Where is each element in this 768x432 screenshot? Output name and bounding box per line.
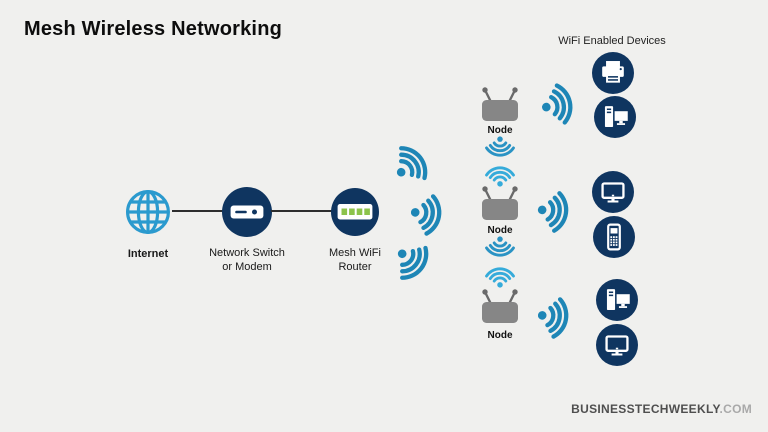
device-monitor <box>592 171 634 213</box>
page-title: Mesh Wireless Networking <box>24 18 283 40</box>
mesh-node-icon <box>477 185 523 221</box>
watermark: BUSINESSTECHWEEKLY.COM <box>571 402 752 416</box>
modem-icon <box>230 204 264 220</box>
wifi-signal-icon <box>532 187 582 237</box>
wifi-signal-icon <box>383 232 445 294</box>
devices-header: WiFi Enabled Devices <box>558 35 666 47</box>
monitor-icon <box>596 175 630 209</box>
wifi-signal-icon <box>382 132 444 194</box>
device-monitor <box>596 324 638 366</box>
wifi-signal-icon <box>535 78 587 130</box>
device-mobile-phone <box>593 216 635 258</box>
switch-label: Network Switch or Modem <box>209 247 285 273</box>
connector-line <box>271 210 332 213</box>
watermark-suffix: .COM <box>719 402 752 416</box>
mesh-router-node <box>331 188 379 236</box>
internet-globe-icon <box>123 187 173 237</box>
wifi-signal-icon <box>532 293 583 344</box>
wifi-signal-down-icon <box>485 135 515 159</box>
wifi-router-icon <box>337 203 373 221</box>
router-label: Mesh WiFi Router <box>329 247 381 273</box>
network-switch-node <box>222 187 272 237</box>
monitor-icon <box>600 328 634 362</box>
mesh-node-icon <box>477 86 523 122</box>
mesh-node-icon <box>477 288 523 324</box>
device-desktop-computer <box>596 279 638 321</box>
node-label: Node <box>487 125 513 136</box>
wifi-signal-down-icon <box>485 235 515 259</box>
wifi-signal-up-icon <box>485 265 515 289</box>
node-label: Node <box>487 225 513 236</box>
desktop-computer-icon <box>600 283 634 317</box>
device-printer <box>592 52 634 94</box>
internet-label: Internet <box>127 248 169 260</box>
printer-icon <box>596 56 630 90</box>
desktop-computer-icon <box>598 100 632 134</box>
device-desktop-computer <box>594 96 636 138</box>
connector-line <box>172 210 223 213</box>
watermark-brand: BUSINESSTECHWEEKLY <box>571 402 720 416</box>
mobile-phone-icon <box>597 220 631 254</box>
node-label: Node <box>487 330 513 341</box>
